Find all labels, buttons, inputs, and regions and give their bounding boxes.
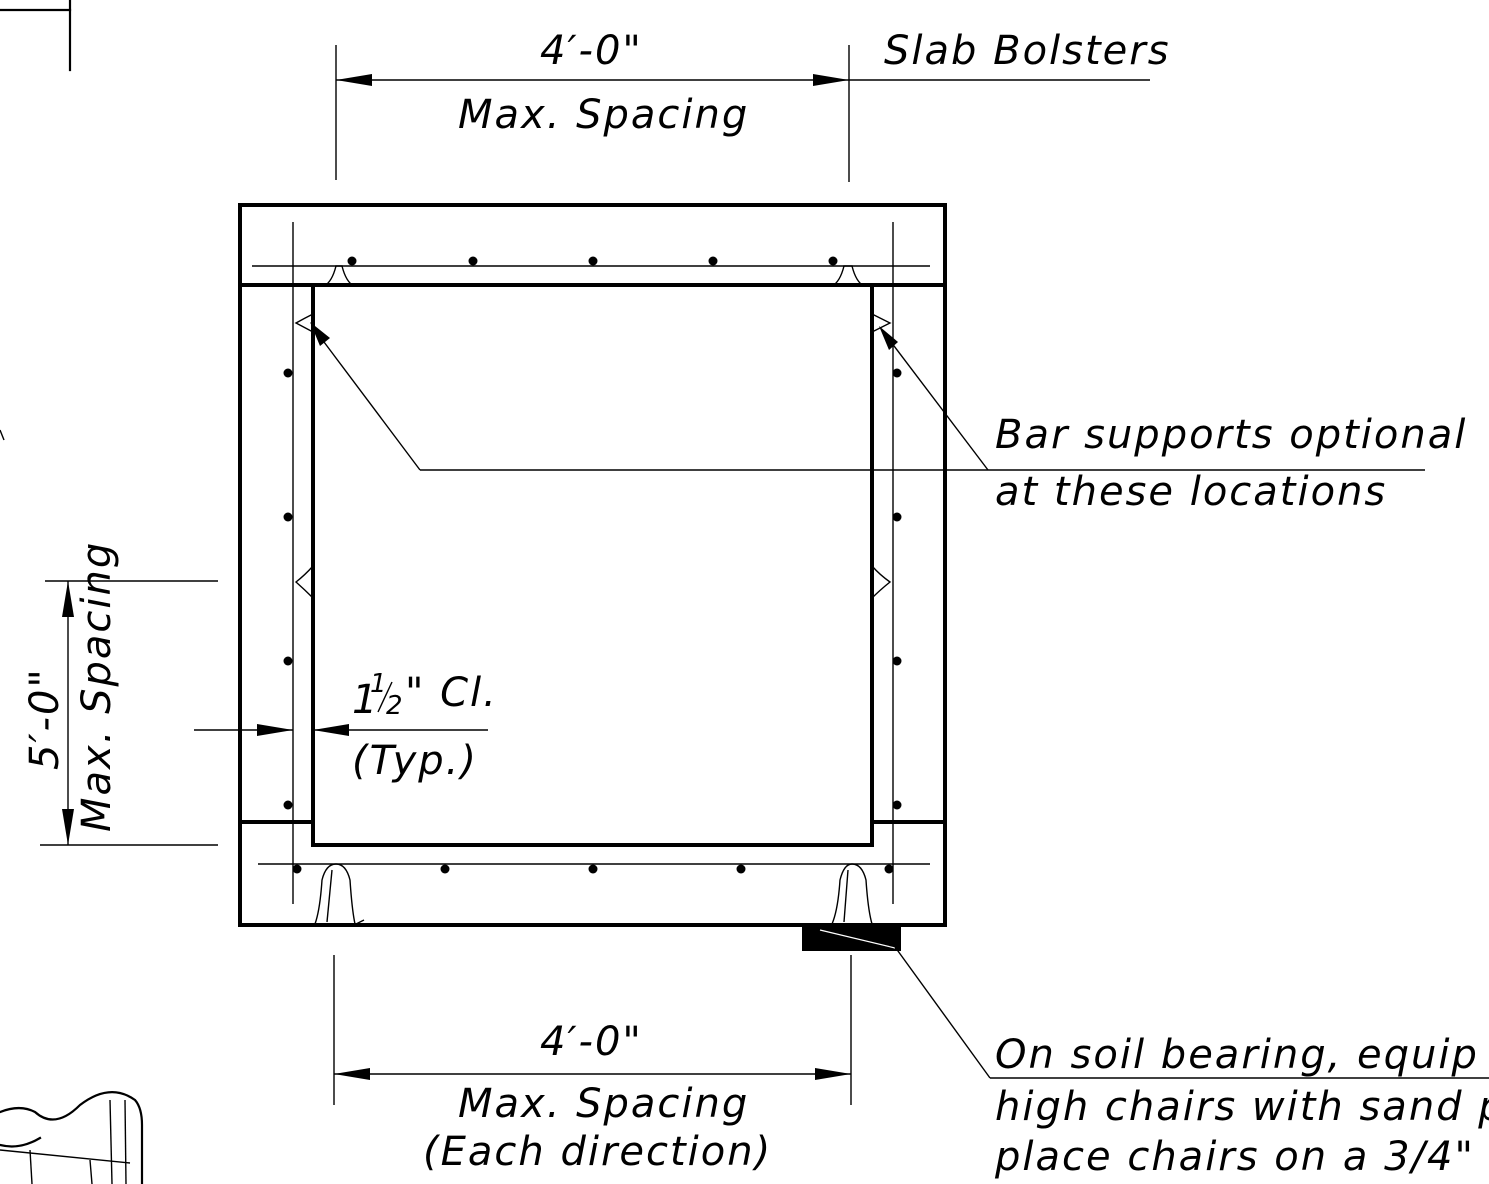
box-culvert-section [238, 203, 947, 927]
clear-cover-suffix: " Cl. [405, 670, 498, 716]
bottom-dimension [333, 955, 852, 1105]
partial-frame-top-left [0, 0, 72, 72]
top-dim-caption: Max. Spacing [458, 92, 749, 138]
clear-cover-denominator: 2 [386, 691, 403, 721]
reinforcement-lines [252, 222, 930, 904]
top-dimension [335, 45, 1150, 182]
clear-cover-numerator: 1 [370, 669, 387, 699]
partial-break-symbol [0, 1091, 144, 1184]
clear-cover-whole: 1 [352, 677, 379, 723]
bottom-dim-value: 4′-0" [540, 1019, 643, 1065]
bottom-dim-caption2: (Each direction) [423, 1129, 772, 1175]
side-bar-supports [294, 313, 892, 599]
clear-cover-dimension [194, 724, 488, 736]
clear-cover-fraction-bar [377, 681, 393, 713]
soil-note-line1: On soil bearing, equip in [995, 1032, 1489, 1078]
side-dim-value: 5′-0" [22, 667, 68, 770]
side-dim-caption: Max. Spacing [74, 541, 120, 832]
rebar-dots [283, 256, 902, 874]
slab-bolsters-label: Slab Bolsters [884, 28, 1171, 74]
bottom-dim-caption1: Max. Spacing [458, 1081, 749, 1127]
clear-cover-typ: (Typ.) [352, 738, 478, 784]
high-chairs [314, 863, 873, 925]
bar-supports-line2: at these locations [995, 469, 1387, 515]
soil-note-line3: place chairs on a 3/4" [994, 1134, 1475, 1180]
bar-supports-line1: Bar supports optional [995, 412, 1467, 458]
soil-note-line2: high chairs with sand pl [995, 1084, 1489, 1130]
slab-bolster-symbols [323, 265, 865, 287]
top-dim-value: 4′-0" [540, 28, 643, 74]
sand-plate [802, 926, 901, 951]
soil-note-leader [889, 939, 1489, 1079]
edge-tick [0, 429, 5, 441]
side-dimension [40, 580, 218, 846]
bar-supports-leader [310, 322, 1425, 471]
